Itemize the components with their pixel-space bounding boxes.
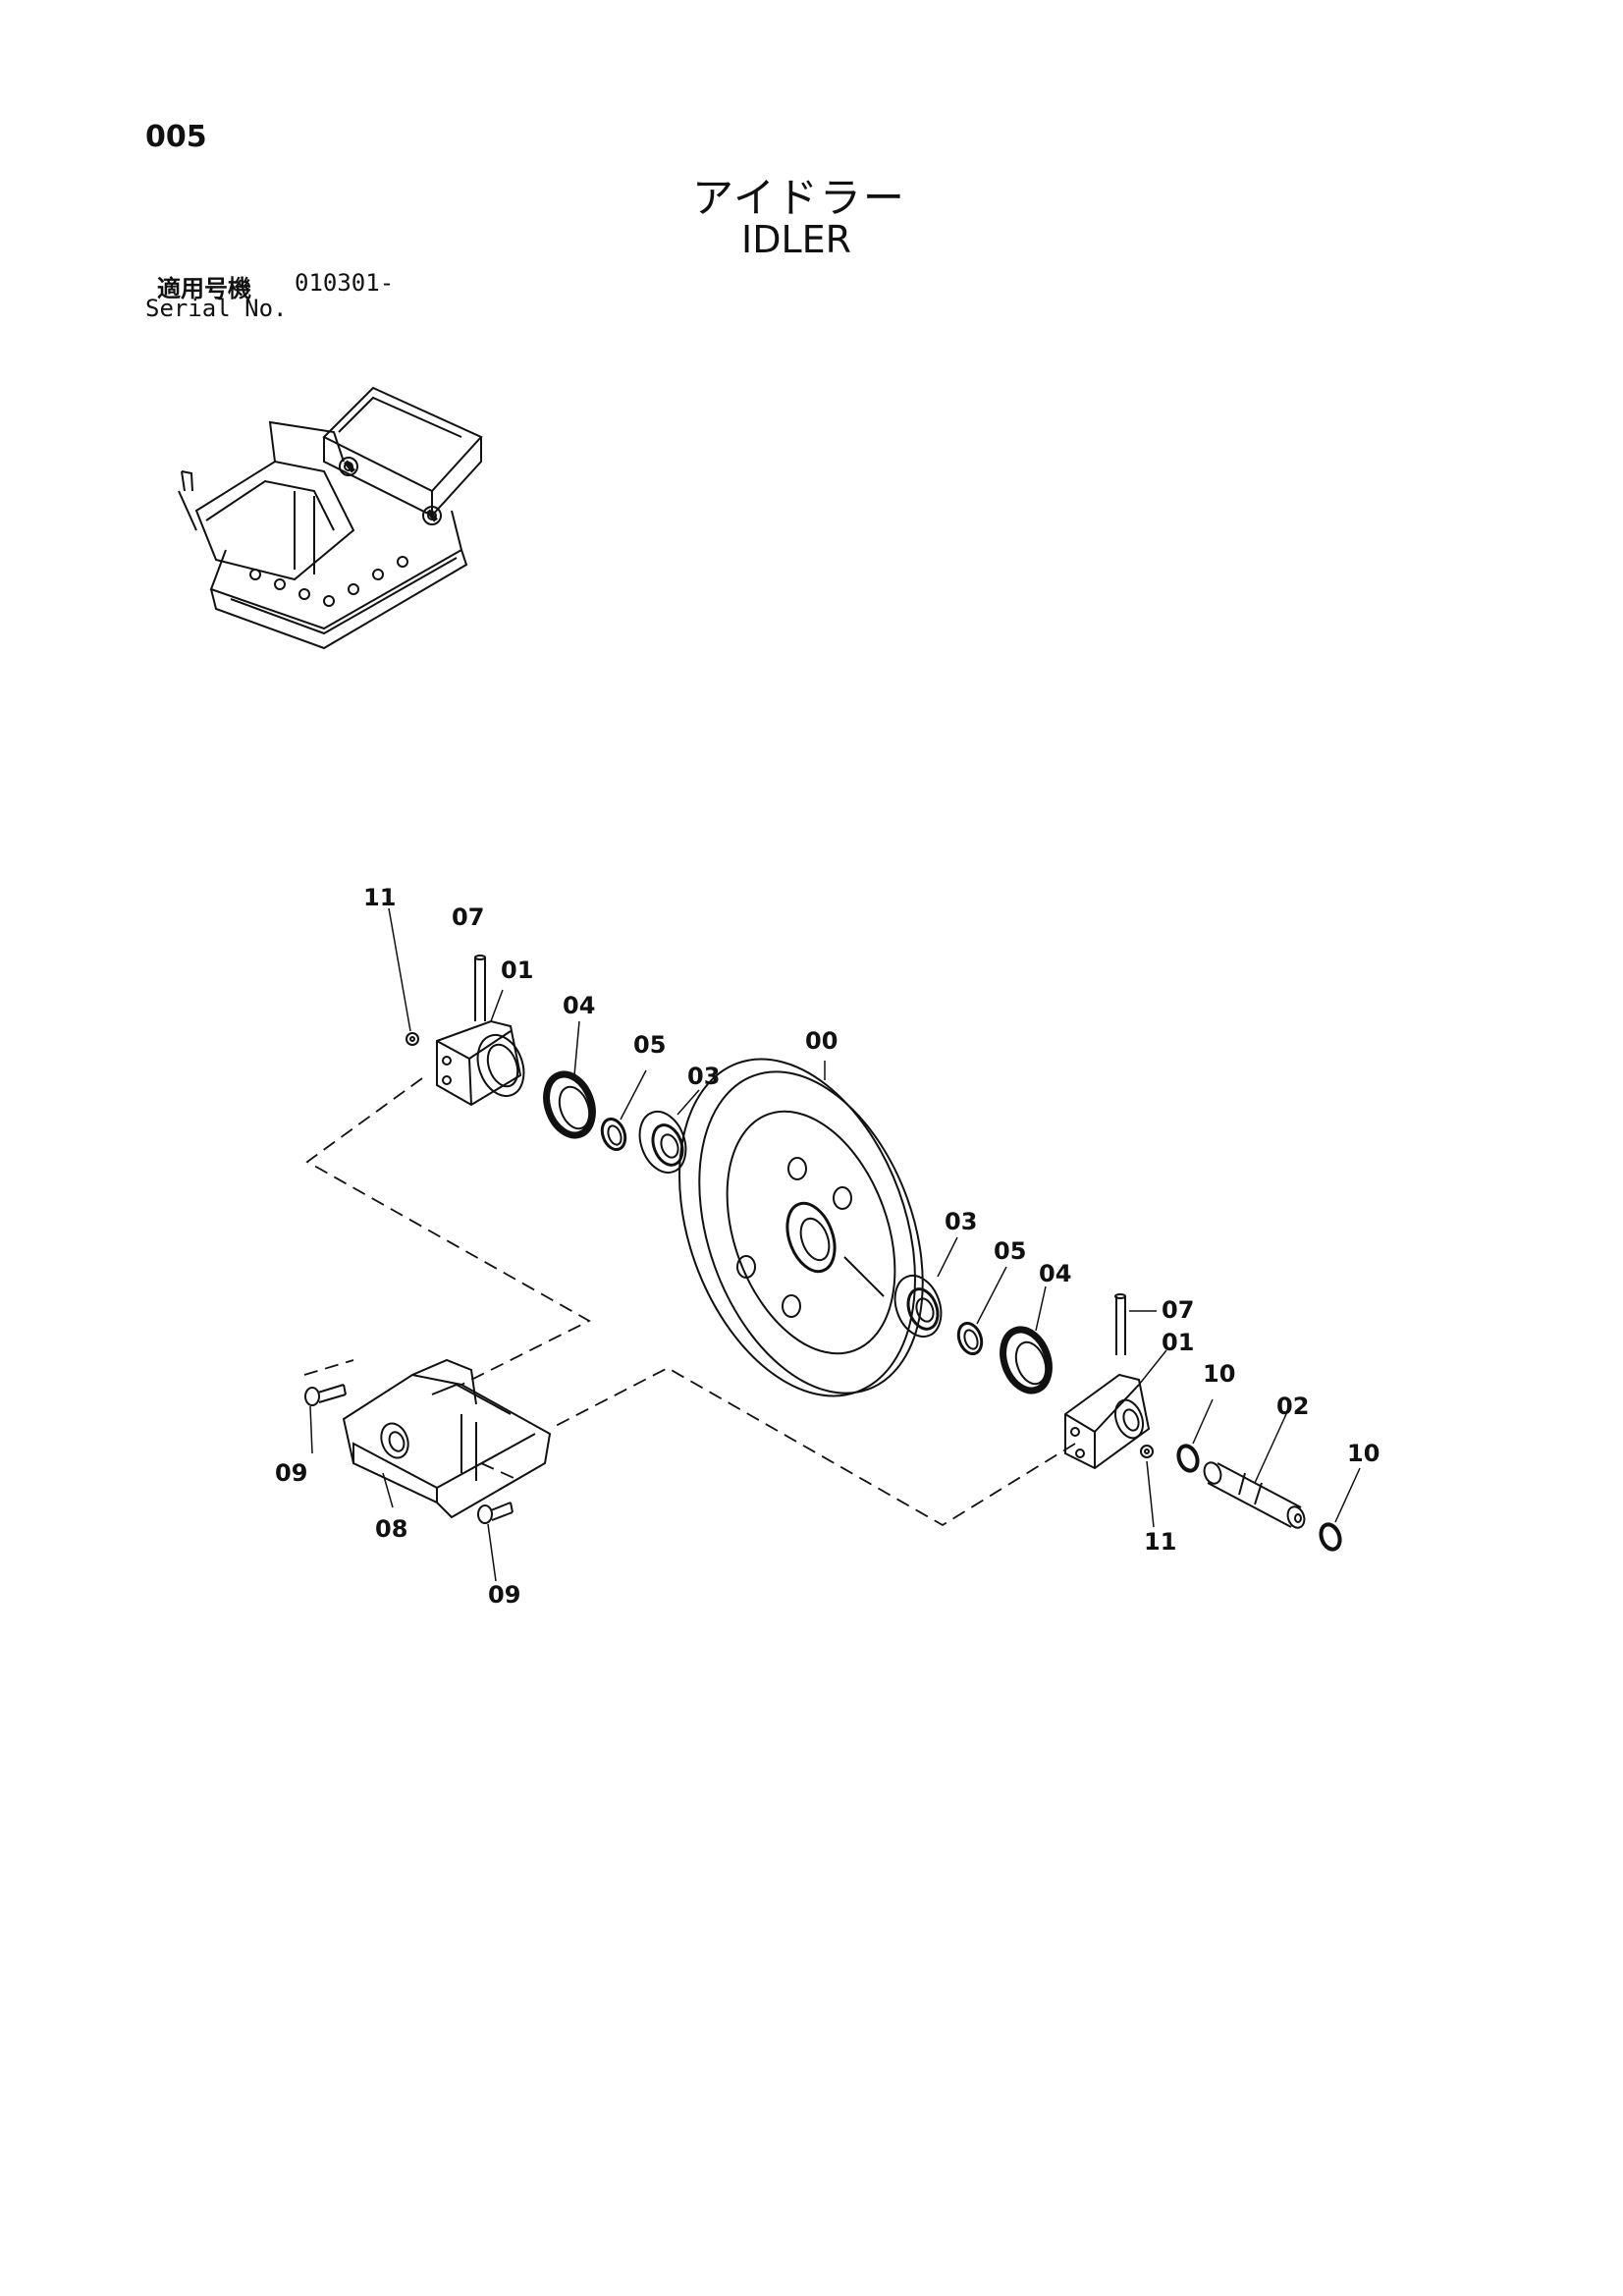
part-label-10-right: 10 — [1347, 1440, 1380, 1467]
part-label-08-bracket: 08 — [375, 1515, 407, 1543]
part-label-11-right: 11 — [1144, 1528, 1176, 1556]
serial-label-english: Serial No. — [145, 295, 288, 322]
title-japanese: アイドラー — [692, 174, 906, 222]
part-label-01-left: 01 — [501, 957, 533, 984]
part-label-04-left: 04 — [563, 992, 595, 1019]
mounting-bracket-icon — [342, 1358, 552, 1519]
bracket-housing-left-icon — [436, 1019, 525, 1107]
seal-right-icon — [1000, 1326, 1053, 1394]
pin-left-icon — [474, 955, 486, 1021]
part-label-05-right: 05 — [994, 1237, 1026, 1265]
assembly-leader-lines — [303, 1077, 1076, 1527]
o-ring-left-icon — [1176, 1444, 1200, 1473]
bolt-lower-icon — [477, 1502, 514, 1524]
part-label-09-lower: 09 — [488, 1581, 520, 1609]
title-english: IDLER — [741, 218, 852, 261]
idler-wheel-icon — [678, 1058, 924, 1397]
part-label-03-right: 03 — [945, 1208, 977, 1235]
shaft-icon — [1203, 1461, 1306, 1529]
part-labels: 11 07 01 04 05 03 00 03 05 04 07 01 10 0… — [275, 884, 1380, 1609]
part-label-11-left: 11 — [363, 884, 396, 911]
part-label-07-right: 07 — [1162, 1296, 1194, 1324]
part-label-09-upper: 09 — [275, 1459, 307, 1487]
vehicle-thumbnail-icon — [178, 386, 483, 650]
pin-right-icon — [1114, 1293, 1126, 1355]
part-label-01-right: 01 — [1162, 1329, 1194, 1356]
part-label-03-left: 03 — [687, 1063, 720, 1090]
ring-right-icon — [956, 1322, 984, 1355]
part-label-05-left: 05 — [633, 1031, 666, 1059]
serial-number-value: 010301- — [295, 269, 395, 297]
nut-right-icon — [1140, 1445, 1154, 1458]
part-label-04-right: 04 — [1039, 1260, 1071, 1287]
bolt-upper-icon — [304, 1384, 347, 1406]
part-label-00-idler: 00 — [805, 1027, 838, 1055]
ring-left-icon — [600, 1118, 627, 1151]
bearing-right-icon — [893, 1275, 943, 1338]
part-label-02-shaft: 02 — [1276, 1393, 1309, 1420]
seal-left-icon — [543, 1070, 596, 1139]
o-ring-right-icon — [1319, 1522, 1342, 1552]
nut-left-icon — [406, 1032, 419, 1046]
bearing-left-icon — [638, 1111, 687, 1174]
page-number: 005 — [145, 120, 207, 154]
serial-label-japanese: 適用号機 — [157, 275, 251, 302]
bracket-housing-right-icon — [1064, 1373, 1151, 1470]
part-label-10-left: 10 — [1203, 1360, 1235, 1388]
label-leader-lines — [309, 907, 1361, 1582]
part-label-07-left: 07 — [452, 903, 484, 931]
